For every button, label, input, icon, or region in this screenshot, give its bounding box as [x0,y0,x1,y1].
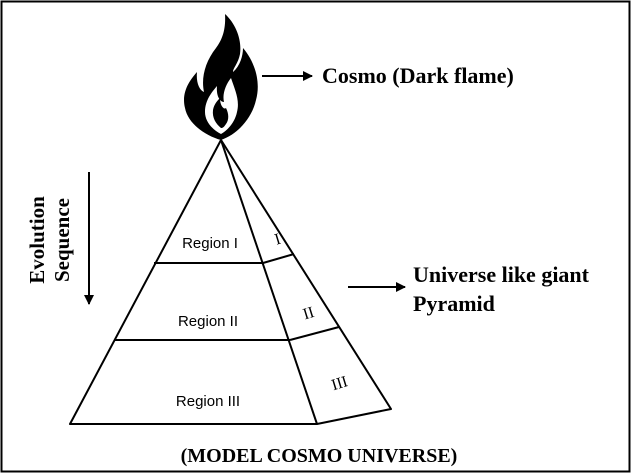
evolution-label-line1: Evolution [25,196,49,284]
region-3-side-numeral: III [330,373,350,394]
pyramid-label-line1: Universe like giant [413,262,590,287]
flame-icon [184,14,258,140]
pyramid-edge [220,139,318,425]
evolution-label-line2: Sequence [50,198,74,282]
flame-label: Cosmo (Dark flame) [322,63,514,88]
region-divider-1-side [262,253,295,264]
region-3-label: Region III [176,393,240,410]
region-2-side-numeral: II [301,304,316,323]
pyramid-label-line2: Pyramid [413,291,495,316]
region-1-side-numeral: I [273,231,283,249]
region-1-label: Region I [182,235,238,252]
region-2-label: Region II [178,313,238,330]
diagram-caption: (MODEL COSMO UNIVERSE) [181,445,458,467]
pyramid [69,139,392,425]
region-divider-2-side [289,326,340,341]
